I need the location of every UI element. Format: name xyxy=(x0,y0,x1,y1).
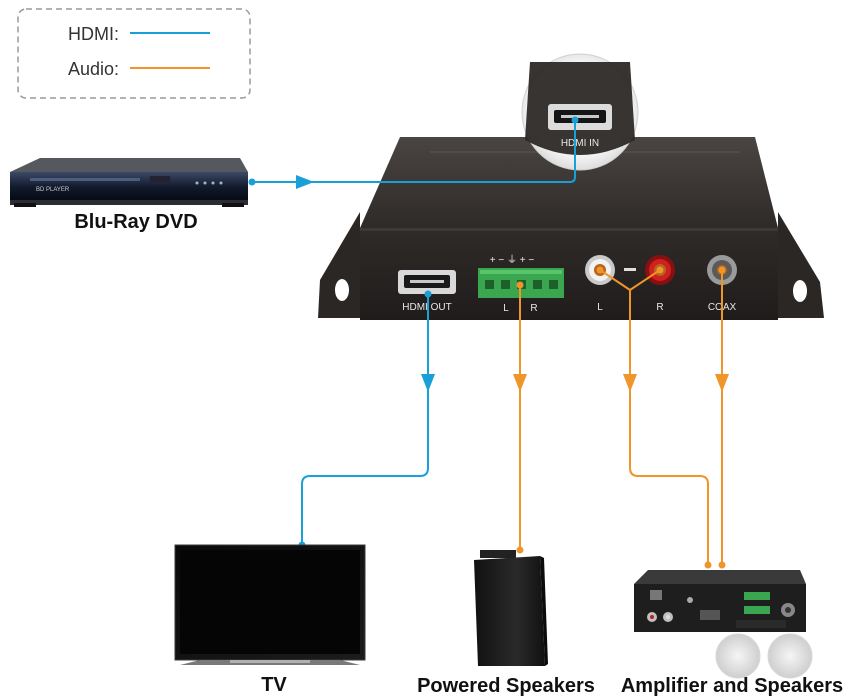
powered-speaker xyxy=(474,550,548,666)
legend-hdmi-label: HDMI: xyxy=(68,24,119,44)
audio-terminal-arrow xyxy=(513,374,527,392)
legend-audio-label: Audio: xyxy=(68,59,119,79)
label-tv: TV xyxy=(261,674,287,696)
terminal-r-label: R xyxy=(530,303,537,314)
hdmi-out-arrow xyxy=(421,374,435,392)
audio-coax-arrow xyxy=(715,374,729,392)
rca-l-label: L xyxy=(597,302,603,313)
tv xyxy=(174,544,366,665)
terminal-pins-label: + − ⏚ + − xyxy=(490,254,535,266)
audio-rca-arrow xyxy=(623,374,637,392)
label-blu-ray-dvd: Blu-Ray DVD xyxy=(74,211,197,233)
label-amplifier-speakers: Amplifier and Speakers xyxy=(621,675,843,697)
audio-cable-rca xyxy=(599,269,709,565)
hdmi-in-arrow xyxy=(296,175,314,189)
legend-box: HDMI: Audio: xyxy=(17,8,251,99)
rca-r-label: R xyxy=(656,302,663,313)
hdmi-in-label: HDMI IN xyxy=(561,138,599,149)
hdmi-in-port xyxy=(548,104,612,130)
blu-ray-player: BD PLAYER xyxy=(10,158,248,207)
hdmi-cable-in xyxy=(250,120,576,183)
terminal-l-label: L xyxy=(503,303,509,314)
dvd-faceplate-text: BD PLAYER xyxy=(36,187,70,193)
hdmi-in-zoom: HDMI IN xyxy=(521,53,639,171)
hdmi-cable-out xyxy=(301,294,429,545)
hdmi-out-port xyxy=(398,270,456,294)
ceiling-speakers xyxy=(715,633,813,679)
label-powered-speakers: Powered Speakers xyxy=(417,675,595,697)
amplifier xyxy=(634,570,806,632)
